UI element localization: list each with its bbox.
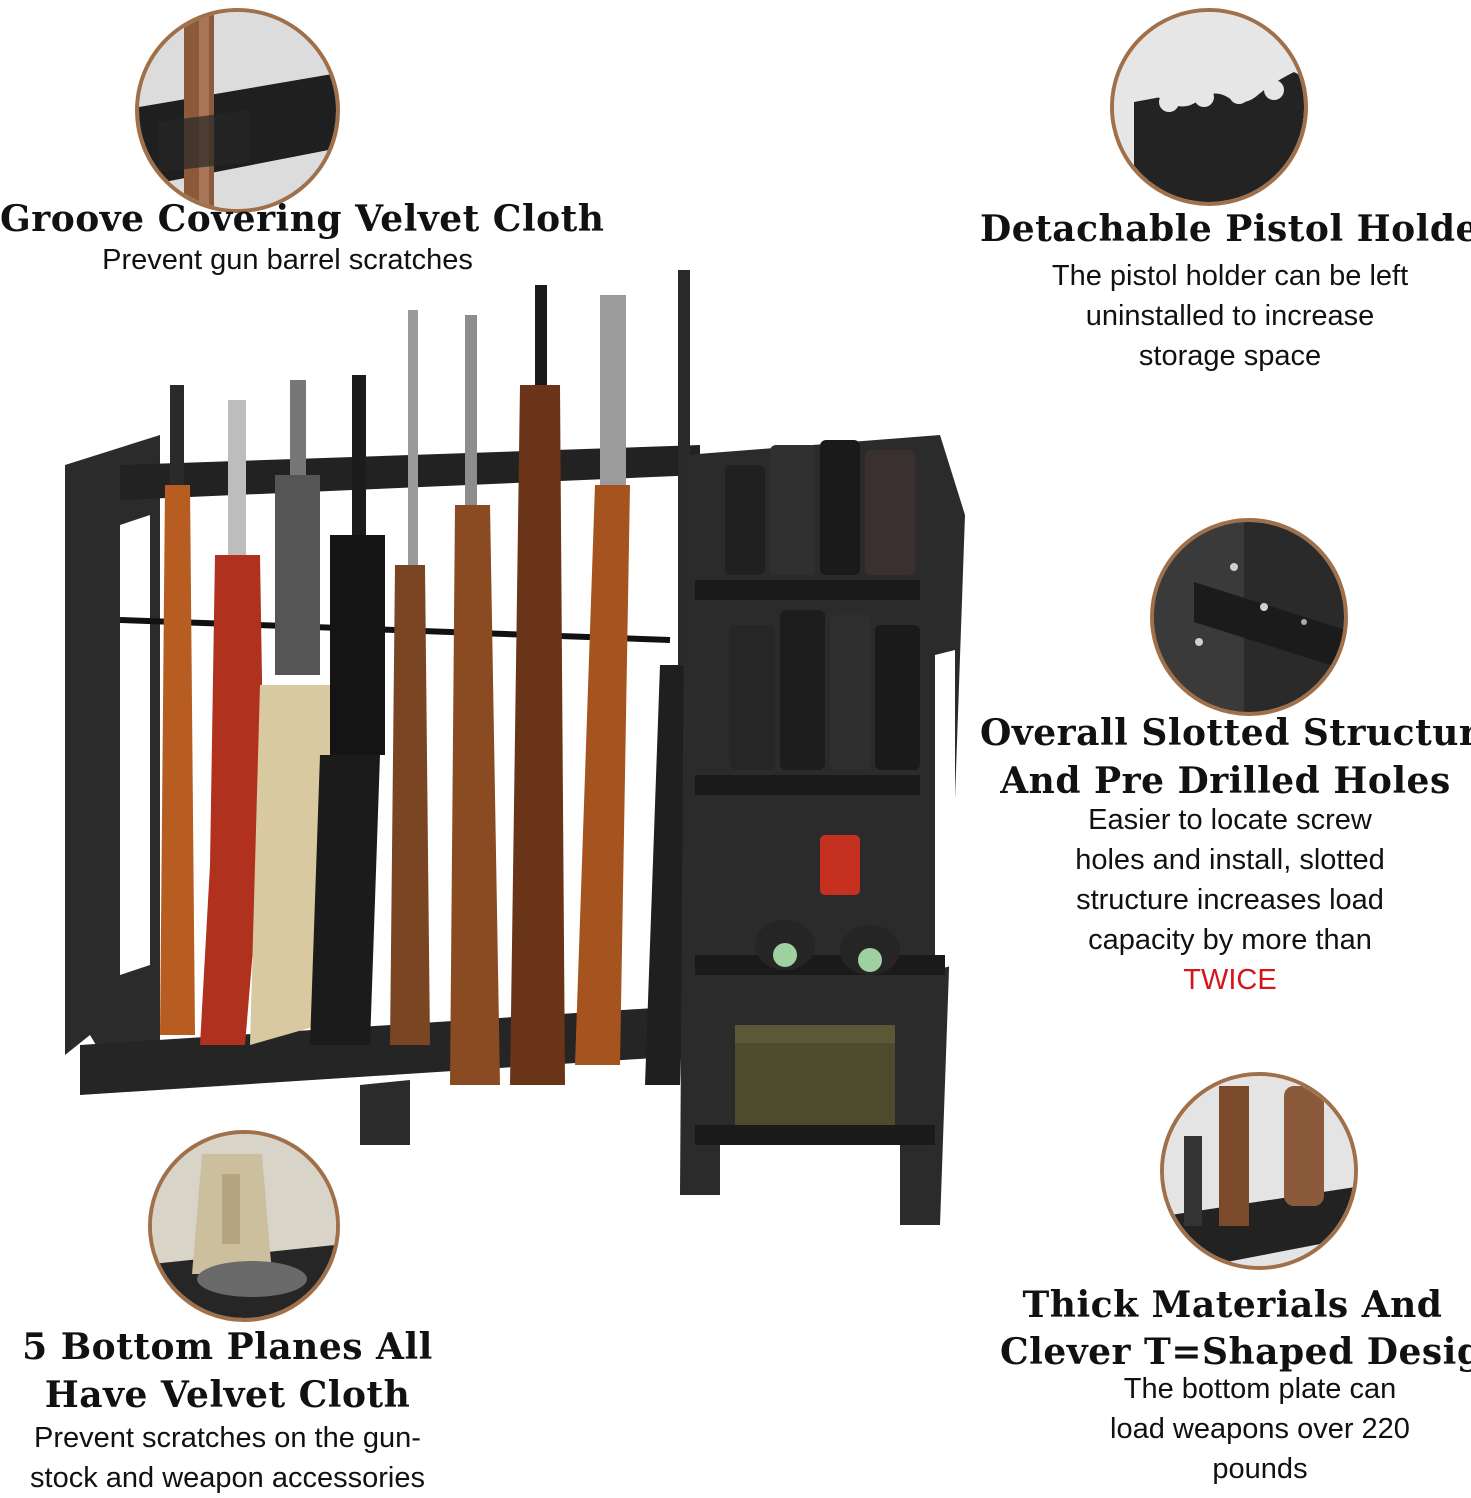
slotted-line-4: capacity by more than	[1088, 924, 1372, 956]
bottom-line-1: Prevent scratches on the gun-	[34, 1422, 421, 1454]
thick-line-3: pounds	[1212, 1453, 1308, 1485]
pistol-line-2: uninstalled to increase	[1085, 300, 1375, 332]
rifle-5	[390, 310, 430, 1045]
bottom-planes-description: Prevent scratches on the gun- stock and …	[0, 1418, 455, 1498]
ammo-can	[735, 1025, 895, 1125]
pistol-holder-heading: Detachable Pistol Holder	[980, 208, 1471, 250]
groove-detail-image	[135, 8, 340, 213]
groove-line-1: Prevent gun barrel scratches	[102, 244, 473, 276]
accessories-shelf	[705, 835, 900, 975]
thick-materials-description: The bottom plate can load weapons over 2…	[1030, 1369, 1471, 1489]
slotted-description: Easier to locate screw holes and install…	[980, 800, 1471, 1000]
slotted-heading-line-1: Overall Slotted Structure	[980, 712, 1471, 754]
thick-line-2: load weapons over 220	[1110, 1413, 1410, 1445]
thick-materials-heading-line-2: Clever T=Shaped Design	[1000, 1331, 1471, 1373]
rifle-6	[450, 315, 500, 1085]
pistols-middle-shelf	[730, 610, 920, 770]
groove-heading: Groove Covering Velvet Cloth	[0, 198, 605, 240]
slotted-line-1: Easier to locate screw	[1088, 804, 1372, 836]
bottom-planes-heading-line-1: 5 Bottom Planes All	[22, 1326, 433, 1368]
rifle-1	[160, 385, 195, 1035]
bottom-planes-heading-line-2: Have Velvet Cloth	[44, 1374, 411, 1416]
rifle-8	[575, 295, 630, 1065]
pistol-holder-description: The pistol holder can be left uninstalle…	[980, 256, 1471, 376]
twice-highlight: TWICE	[1183, 964, 1277, 996]
rifle-4	[310, 375, 385, 1045]
rifle-7	[510, 285, 565, 1085]
thick-line-1: The bottom plate can	[1123, 1373, 1397, 1405]
slotted-line-3: structure increases load	[1076, 884, 1384, 916]
slotted-heading-line-2: And Pre Drilled Holes	[1000, 760, 1451, 802]
slotted-detail-image	[1150, 518, 1348, 716]
pistols-top-shelf	[725, 440, 915, 575]
bottom-planes-detail-image	[148, 1130, 340, 1322]
pistol-line-1: The pistol holder can be left	[1051, 260, 1409, 292]
pistol-line-3: storage space	[1138, 340, 1322, 372]
pistol-holder-detail-image	[1110, 8, 1308, 206]
thick-materials-detail-image	[1160, 1072, 1358, 1270]
slotted-line-2: holes and install, slotted	[1075, 844, 1385, 876]
rifle-2	[200, 400, 265, 1045]
bottom-line-2: stock and weapon accessories	[30, 1462, 425, 1494]
gun-rack-illustration	[65, 270, 965, 1225]
thick-materials-heading-line-1: Thick Materials And	[1022, 1284, 1443, 1326]
groove-description: Prevent gun barrel scratches	[0, 240, 575, 280]
